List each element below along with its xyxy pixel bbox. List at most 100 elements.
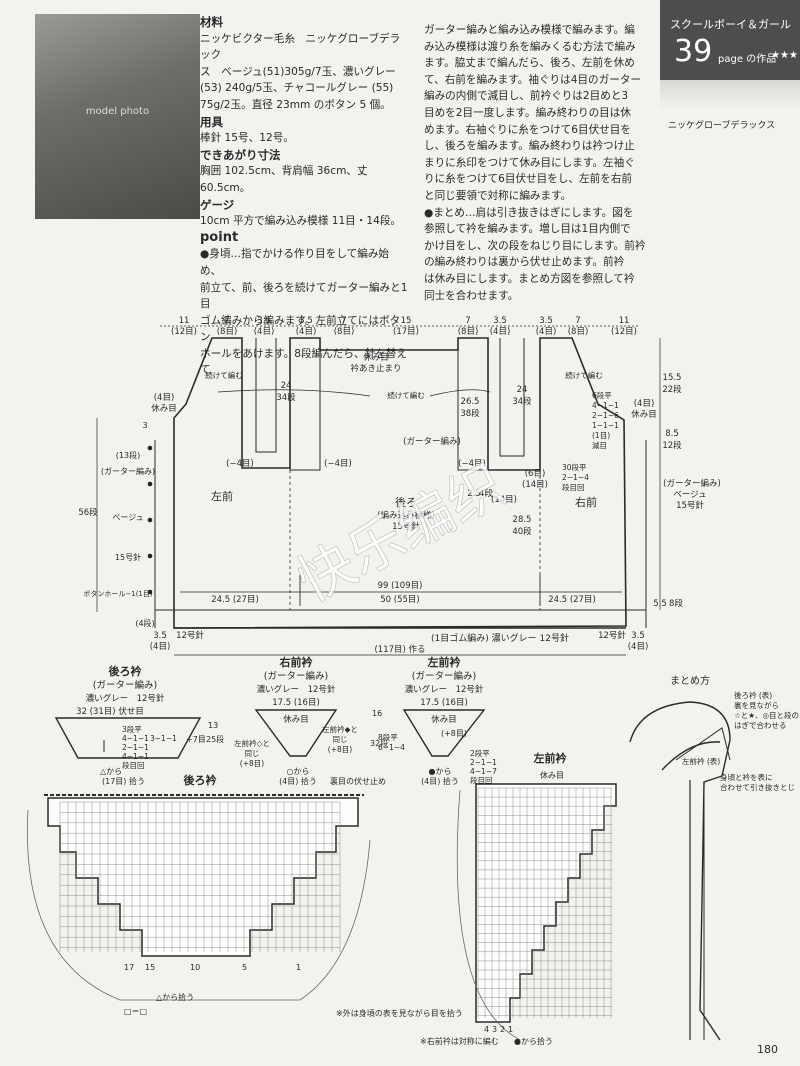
top-dimensions: 11 (12目) 7 (8目) 3.5 (4目) 3.5 (4目) 7 (8目)… — [171, 316, 637, 337]
chart-col: 1 — [508, 1025, 513, 1034]
collar-row: 4−1−1 — [122, 734, 149, 743]
continue-label: 続けて編む — [387, 390, 425, 400]
collar-sub: (ガーター編み) — [264, 670, 328, 682]
collar-note: 左前衿◆と — [322, 724, 358, 734]
height-label: 2.5 — [467, 489, 481, 499]
width-label: 50 (55目) — [380, 595, 419, 605]
chart-col: 15 — [145, 963, 155, 972]
dim-label: (8目) — [334, 327, 355, 337]
collar-rest: 休み目 — [431, 714, 457, 725]
dim-label: 3.5 — [493, 316, 507, 326]
dim-label: (4目) — [490, 327, 511, 337]
collar-row: 段目回 — [122, 760, 145, 770]
left-front-collar-piece: 左前衿 (ガーター編み) 濃いグレー 12号針 17.5 (16目) 休み目 (… — [370, 655, 497, 786]
dec-row: 6段平 — [592, 390, 612, 400]
tools-heading: 用具 — [200, 114, 223, 129]
chart-from: △から拾う — [156, 992, 194, 1002]
materials-line: 75g/2玉。直径 23mm のボタン 5 個。 — [200, 98, 391, 111]
collar-note: 同じ — [245, 749, 260, 758]
minus-label: (−4目) — [226, 459, 254, 469]
height-label: 26.5 — [461, 397, 480, 407]
collar-row: 4−1−7 — [470, 767, 497, 776]
cast-on-label: (117目) 作る — [374, 644, 425, 655]
chart-from: ●から拾う — [514, 1036, 553, 1046]
tools-text: 棒針 15号、12号。 — [200, 132, 294, 145]
dim-label: (17目) — [393, 327, 419, 337]
dim-label: 3.5 — [539, 316, 553, 326]
dec-row: 2−1−4 — [562, 473, 589, 482]
chart-title: 後ろ衿 — [184, 773, 217, 787]
page-number: 180 — [757, 1043, 778, 1056]
collar-note: 左前衿◇と — [234, 738, 270, 748]
back-collar-piece: 後ろ衿 (ガーター編み) 濃いグレー 12号針 32 (31目) 伏せ目 3段平… — [54, 664, 224, 786]
continue-label: 続けて編む — [565, 370, 603, 380]
instr-line: りに糸をつけて6目伏せ目をし、左前を右前 — [424, 173, 633, 186]
width-label: 99 (109目) — [378, 581, 423, 591]
height-label: 24 — [517, 385, 528, 395]
point-line: 前立て、前、後ろを続けてガーター編みと1目 — [200, 281, 408, 311]
minus-label: (−4目) — [324, 459, 352, 469]
collar-height: 25段 — [206, 734, 224, 744]
dim-label: (12目) — [171, 327, 197, 337]
chart-note: ※外は身頃の表を見ながら目を拾う — [336, 1008, 463, 1018]
left-side-labels: (13段) (ガーター編み) ベージュ 15号針 ボタンホール−1(1目) 3 … — [83, 421, 155, 628]
chart-col: 4 — [484, 1025, 489, 1034]
back-pattern-label: (編み込み模様) — [377, 510, 435, 521]
point-heading: point — [200, 229, 239, 245]
width-label: 3.5 — [631, 631, 645, 641]
assembly-label: 左前衿 (表) — [682, 756, 720, 766]
rest-stitches-label: 休み目 — [363, 352, 389, 363]
collar-row: 2段平 — [470, 748, 490, 758]
instructions-block: ガーター編みと編み込み模様で編みます。編 み込み模様は渡り糸を編みくるむ方法で編… — [424, 22, 648, 304]
assembly-note: ☆と★、◎目と段の — [734, 710, 799, 720]
chart-col: 1 — [296, 963, 301, 972]
instr-line: ます。脇丈まで編んだら、後ろ、左前を休め — [424, 57, 635, 70]
height-label: 5.5 — [653, 599, 667, 609]
gauge-text: 10cm 平方で編み込み模様 11目・14段。 — [200, 215, 402, 228]
assembly-note: 裏を見ながら — [734, 700, 779, 710]
height-label: 34段 — [512, 396, 532, 407]
needle-label: 12号針 — [176, 630, 204, 641]
rest-label: (4目) — [154, 393, 175, 403]
side-label: (ガーター編み) — [101, 466, 155, 476]
chart-col: 5 — [242, 963, 247, 972]
materials-line: ス ベージュ(51)305g/7玉、濃いグレー — [200, 65, 396, 78]
materials-line: ニッケビクター毛糸 ニッケグローブデラック — [200, 32, 401, 62]
chart-legend: □＝□ — [124, 1007, 147, 1016]
right-front-label: 右前 — [575, 495, 597, 509]
dec-row: (1目) — [592, 431, 610, 440]
width-label: 24.5 (27目) — [211, 595, 259, 605]
series-banner: スクールボーイ＆ガール 39 page の作品 ★★★ — [660, 0, 800, 80]
needle-label: 15号針 — [392, 521, 420, 532]
chart-title: 左前衿 — [533, 751, 567, 765]
chart-col: 2 — [500, 1025, 505, 1034]
collar-color: 濃いグレー 12号針 — [405, 684, 484, 695]
dec-row: 2−1−6 — [592, 411, 619, 420]
collar-top: 17.5 (16目) — [272, 698, 320, 708]
point-line: ゴム編みから編みます。左前立てにはボタン — [200, 314, 401, 344]
assembly-note: 身頃と衿を表に — [720, 772, 773, 782]
instr-line: て、右前を編みます。袖ぐりは4目のガーター — [424, 73, 642, 86]
chart-col: 17 — [124, 963, 134, 972]
width-label: (4目) — [150, 642, 171, 652]
assembly-note: 合わせて引き抜きとじ — [720, 782, 795, 792]
width-label: (4目) — [628, 642, 649, 652]
garter-label: (ガーター編み) — [403, 436, 461, 447]
collar-bottom: (4目) 拾う — [279, 776, 317, 786]
instr-line: 目めを2目一度します。編み終わりの目は休 — [424, 106, 631, 119]
rest-label: (4目) — [634, 399, 655, 409]
dim-label: (4目) — [254, 327, 275, 337]
dim-label: (4目) — [296, 327, 317, 337]
rest-label: 休み目 — [151, 403, 177, 414]
collar-from: △から — [100, 767, 122, 776]
minus-label: (14目) — [491, 495, 517, 505]
collar-sub: (ガーター編み) — [412, 670, 476, 682]
collar-rest: 休み目 — [283, 714, 309, 725]
difficulty-stars: ★★★ — [771, 50, 798, 61]
collar-bottom: (4目) 拾う — [421, 776, 459, 786]
dec-row: 30段平 — [562, 462, 587, 472]
collar-row: 6−1−4 — [378, 743, 405, 752]
instr-line: ガーター編みと編み込み模様で編みます。編 — [424, 24, 635, 36]
width-label: 3.5 — [153, 631, 167, 641]
